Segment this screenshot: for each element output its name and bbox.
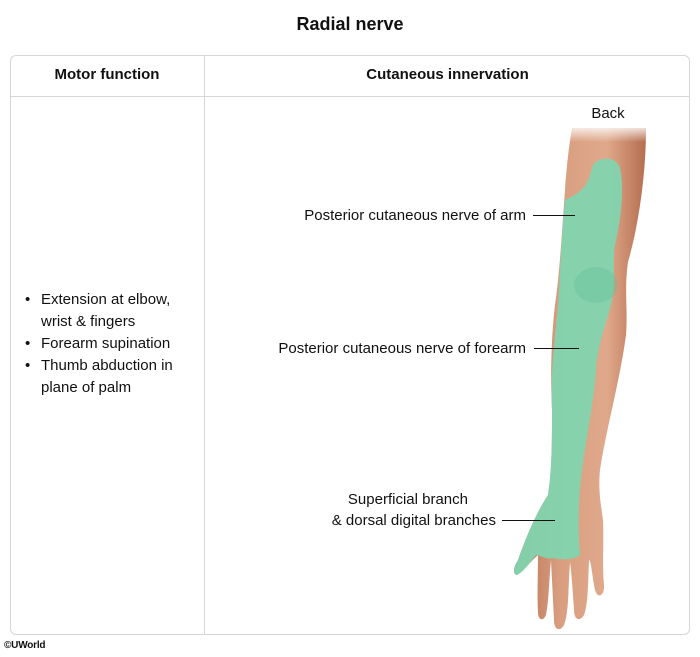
motor-function-list: Extension at elbow, wrist & fingers Fore… <box>22 289 202 399</box>
column-header-motor: Motor function <box>54 66 160 83</box>
label-superficial-branch: Superficial branch <box>347 491 468 508</box>
radial-nerve-territory <box>514 158 623 575</box>
label-dorsal-digital-branches: & dorsal digital branches <box>331 512 496 529</box>
label-posterior-cutaneous-forearm: Posterior cutaneous nerve of forearm <box>278 340 526 357</box>
table-frame <box>10 55 690 635</box>
label-posterior-cutaneous-arm: Posterior cutaneous nerve of arm <box>304 207 526 224</box>
view-label-back: Back <box>591 105 625 122</box>
arm-top-fade <box>560 124 655 142</box>
motor-function-item: Extension at elbow, wrist & fingers <box>22 289 202 333</box>
column-header-cutaneous: Cutaneous innervation <box>366 66 529 83</box>
elbow-shading <box>574 267 618 303</box>
motor-function-item: Thumb abduction in plane of palm <box>22 355 202 399</box>
leader-line <box>533 215 575 216</box>
copyright-notice: ©UWorld <box>4 640 46 651</box>
header-divider <box>10 96 690 97</box>
leader-line <box>534 348 579 349</box>
figure-title: Radial nerve <box>296 14 404 34</box>
motor-function-item: Forearm supination <box>22 333 202 355</box>
leader-line <box>502 520 555 521</box>
column-divider <box>204 55 205 635</box>
